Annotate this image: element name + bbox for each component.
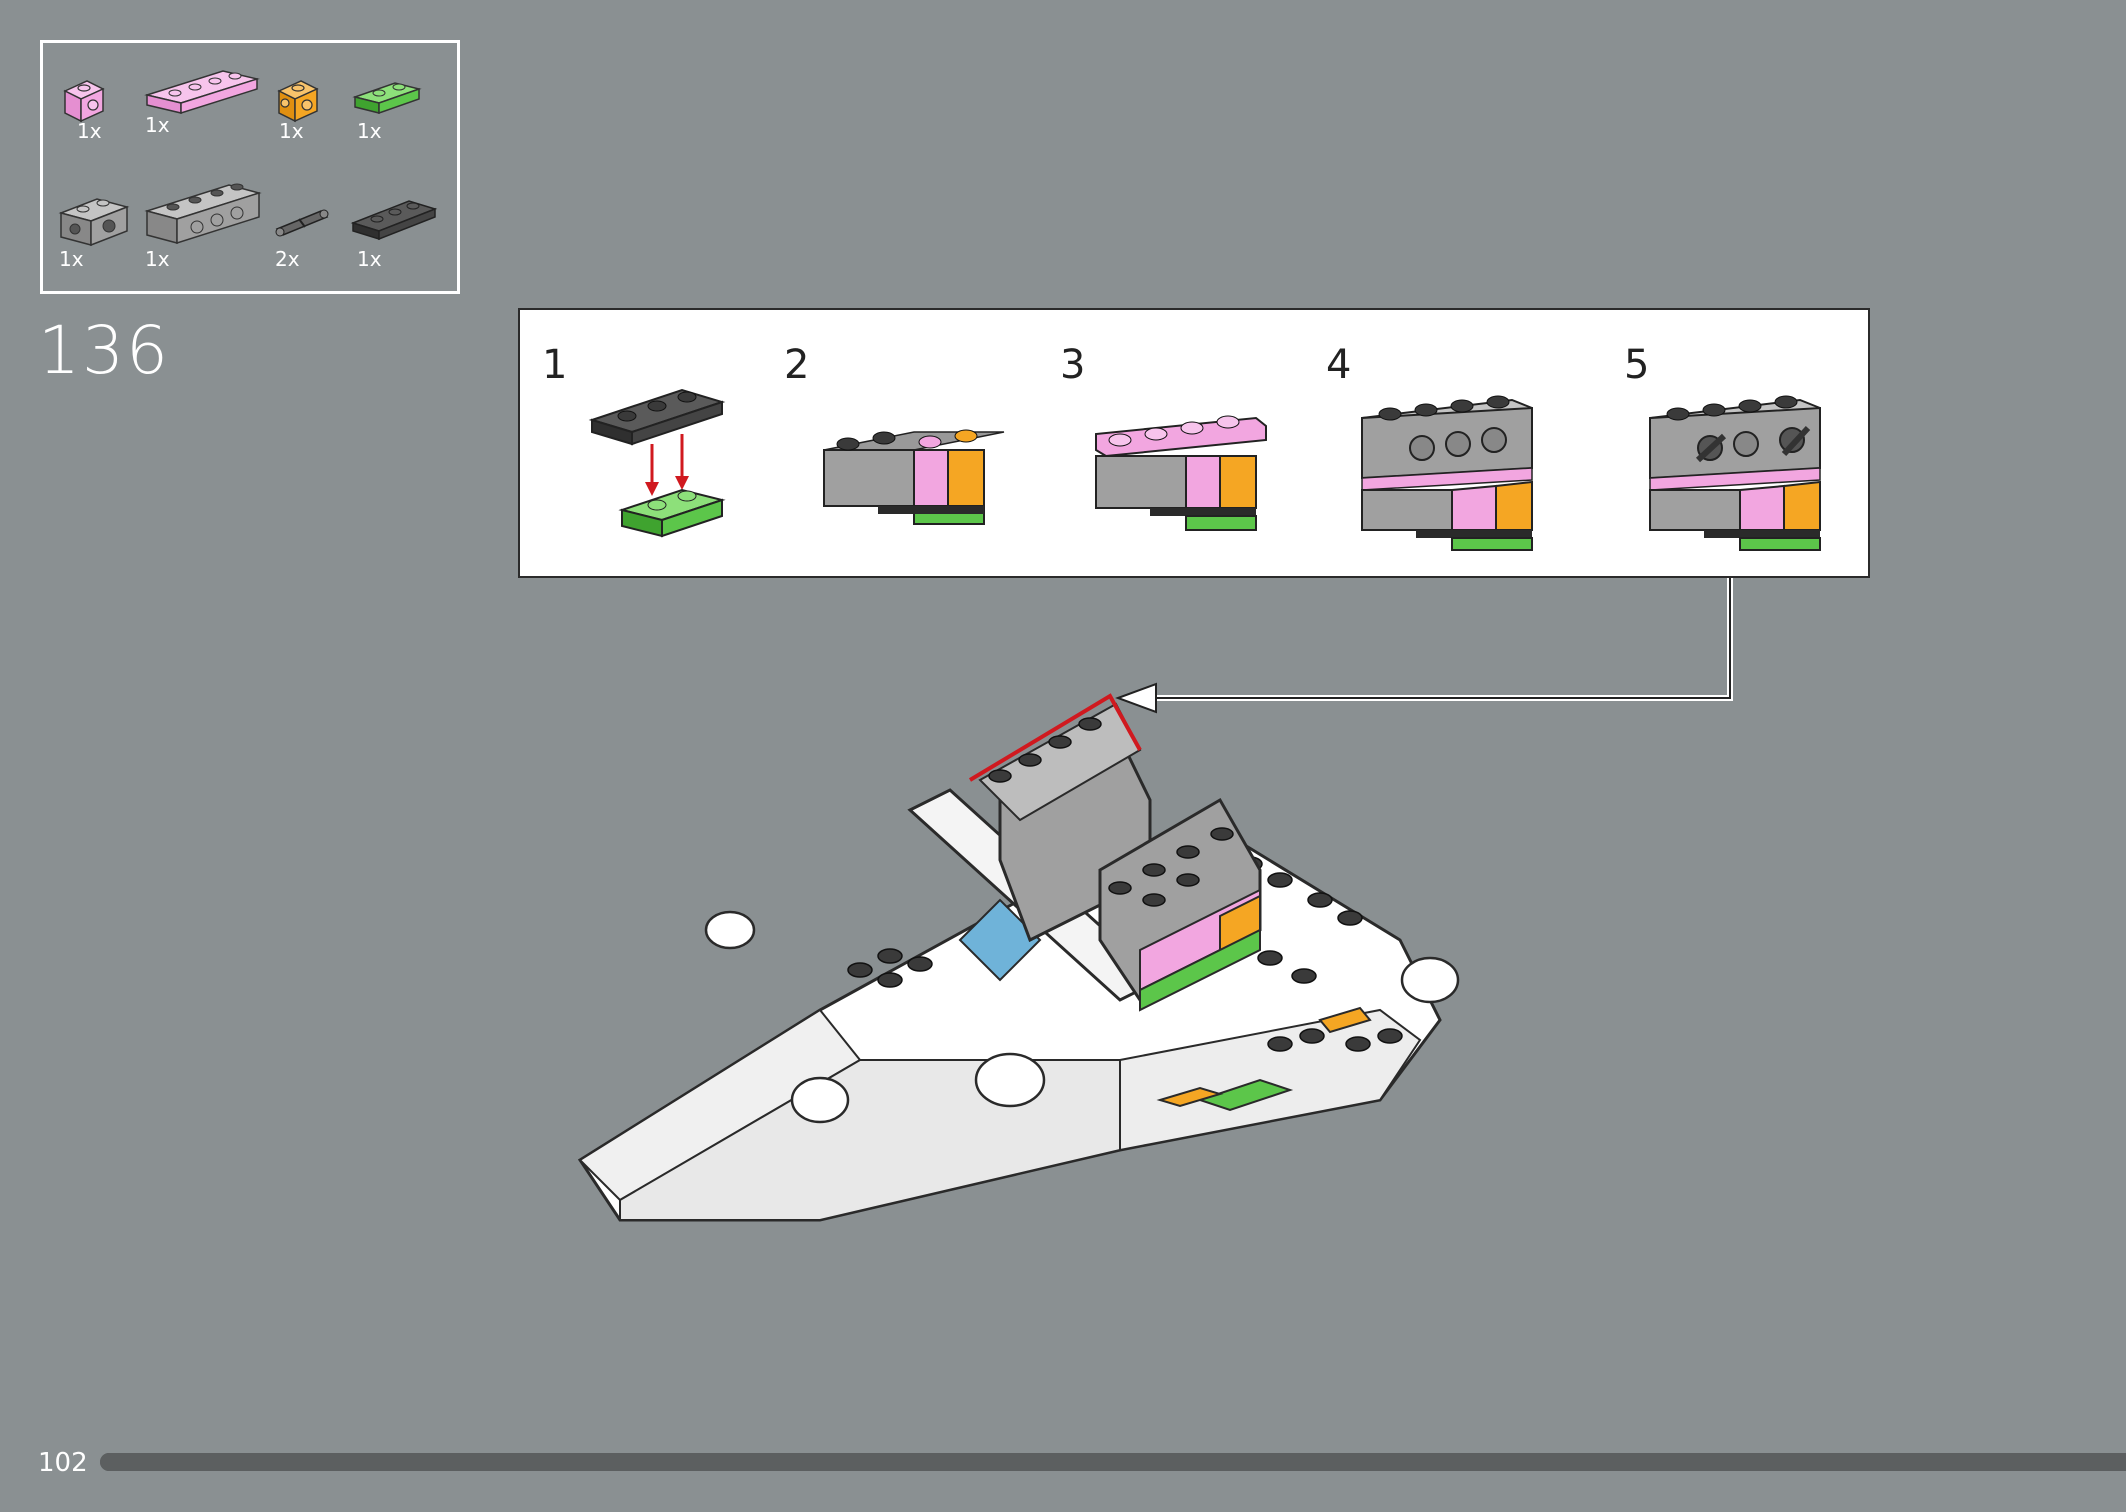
progress-bar-fill xyxy=(100,1453,2126,1471)
green-plate-icon xyxy=(352,82,422,115)
technic-pin-icon xyxy=(275,209,329,237)
dark-plate-icon xyxy=(350,200,438,241)
highlight-outline xyxy=(968,693,1142,782)
part-dark-grey-1x3-plate: 1x xyxy=(349,193,439,271)
step-number: 136 xyxy=(38,312,170,389)
part-qty: 2x xyxy=(275,247,300,271)
part-grey-1x2-technic-brick: 1x xyxy=(57,193,147,271)
substep-2-illustration xyxy=(823,429,1005,525)
substep-number: 1 xyxy=(542,342,568,388)
part-qty: 1x xyxy=(145,247,170,271)
part-qty: 1x xyxy=(357,247,382,271)
part-grey-1x4-technic-brick: 1x xyxy=(143,177,263,271)
part-pink-1x4-plate: 1x xyxy=(143,67,263,137)
part-qty: 1x xyxy=(145,113,170,137)
substep-number: 3 xyxy=(1060,342,1086,388)
part-qty: 1x xyxy=(77,119,102,143)
substep-number: 5 xyxy=(1624,342,1650,388)
part-orange-1x1-brick: 1x xyxy=(271,73,361,143)
page-number: 102 xyxy=(38,1448,88,1478)
substep-1: 1 xyxy=(542,330,762,570)
substep-4-illustration xyxy=(1361,395,1533,551)
part-pink-1x1-brick: 1x xyxy=(57,73,147,143)
substep-number: 4 xyxy=(1326,342,1352,388)
progress-bar xyxy=(100,1453,2126,1471)
substep-5: 5 xyxy=(1624,330,1864,570)
part-green-1x2-plate: 1x xyxy=(349,73,439,143)
grey-technic-brick-long-icon xyxy=(144,183,262,245)
substep-3-illustration xyxy=(1095,415,1267,531)
substep-3: 3 xyxy=(1060,330,1320,570)
part-dark-technic-pin: 2x xyxy=(271,203,361,271)
parts-list: 1x 1x 1x 1x xyxy=(40,40,460,294)
part-qty: 1x xyxy=(357,119,382,143)
orange-brick-icon xyxy=(277,80,319,123)
substep-5-illustration xyxy=(1649,395,1821,551)
main-model-illustration xyxy=(577,693,1460,1222)
substep-1-illustration xyxy=(588,388,726,538)
part-qty: 1x xyxy=(279,119,304,143)
substep-2: 2 xyxy=(784,330,1044,570)
pink-brick-icon xyxy=(63,80,105,123)
part-qty: 1x xyxy=(59,247,84,271)
substep-4: 4 xyxy=(1326,330,1586,570)
substeps-panel: 1 2 xyxy=(518,308,1870,578)
grey-technic-brick-icon xyxy=(58,198,130,247)
substep-number: 2 xyxy=(784,342,810,388)
pink-plate-icon xyxy=(144,70,260,115)
